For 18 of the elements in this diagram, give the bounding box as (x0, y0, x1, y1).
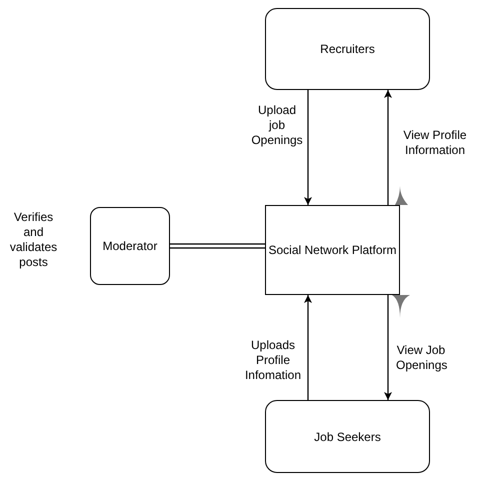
node-label: Social Network Platform (267, 242, 398, 259)
node-label: Moderator (102, 238, 158, 255)
double-line (169, 243, 266, 249)
edge-label: Uploads Profile Infomation (244, 338, 302, 383)
arrow (304, 90, 312, 205)
node-label: Recruiters (319, 41, 376, 58)
actor-box (90, 207, 170, 285)
arrow (384, 295, 392, 400)
arrow (384, 90, 392, 205)
actor-box (265, 8, 430, 90)
arrow (304, 295, 312, 400)
platform-box (265, 205, 400, 295)
edge-label: Upload job Openings (250, 103, 304, 148)
annotation: Verifies and validates posts (8, 210, 58, 270)
edge-label: View Job Openings (396, 343, 446, 373)
node-label: Job Seekers (313, 428, 382, 446)
actor-box (265, 400, 430, 473)
edge-label: View Profile Information (402, 128, 468, 158)
